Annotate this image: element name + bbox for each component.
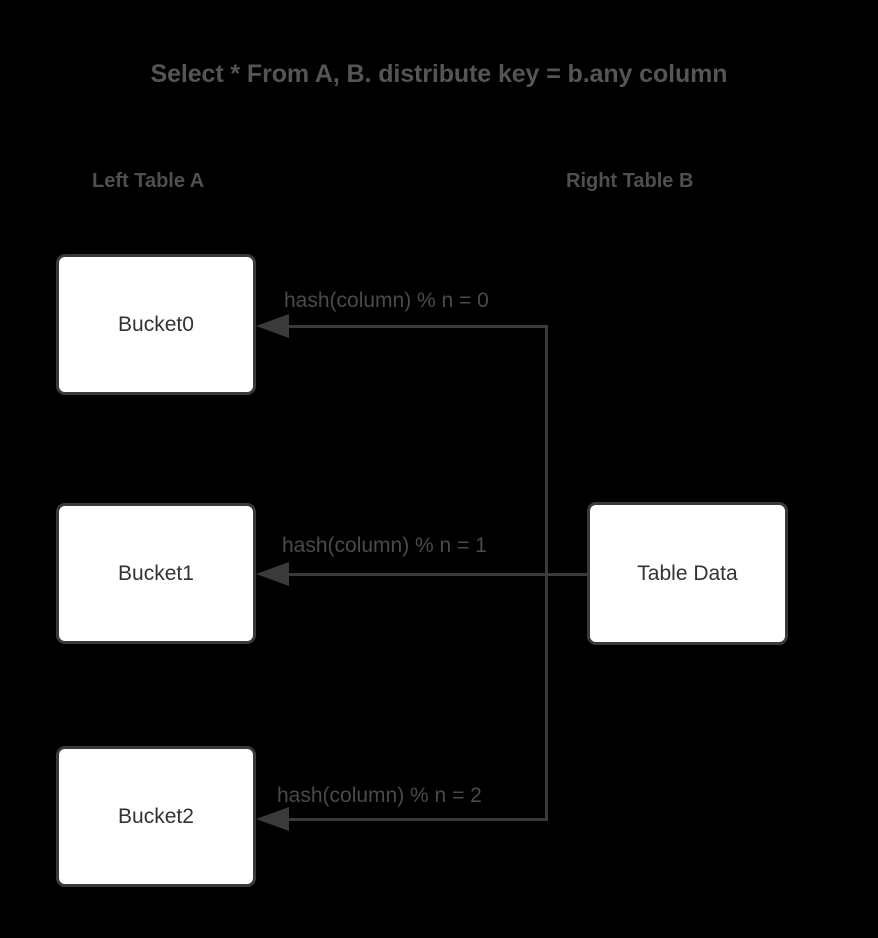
node-bucket2[interactable]: Bucket2 — [56, 746, 256, 887]
arrowhead-icon-bucket2 — [256, 807, 289, 831]
arrowhead-icon-bucket0 — [256, 314, 289, 338]
node-bucket1[interactable]: Bucket1 — [56, 503, 256, 644]
edge-label-bucket0: hash(column) % n = 0 — [284, 289, 489, 312]
page-title: Select * From A, B. distribute key = b.a… — [150, 60, 728, 88]
node-bucket1-label: Bucket1 — [118, 561, 194, 585]
node-bucket0-label: Bucket0 — [118, 312, 194, 336]
connector-branch-bucket1 — [287, 573, 588, 576]
edge-label-bucket2: hash(column) % n = 2 — [277, 784, 482, 807]
edge-label-bucket1: hash(column) % n = 1 — [282, 534, 487, 557]
connector-branch-bucket2 — [287, 818, 548, 821]
node-table-data-label: Table Data — [637, 561, 738, 585]
node-table-data[interactable]: Table Data — [587, 502, 788, 645]
node-bucket0[interactable]: Bucket0 — [56, 254, 256, 395]
column-header-right-table-b: Right Table B — [566, 170, 694, 192]
column-header-left-table-a: Left Table A — [92, 170, 205, 192]
connector-branch-bucket0 — [287, 325, 548, 328]
arrowhead-icon-bucket1 — [256, 562, 289, 586]
node-bucket2-label: Bucket2 — [118, 804, 194, 828]
